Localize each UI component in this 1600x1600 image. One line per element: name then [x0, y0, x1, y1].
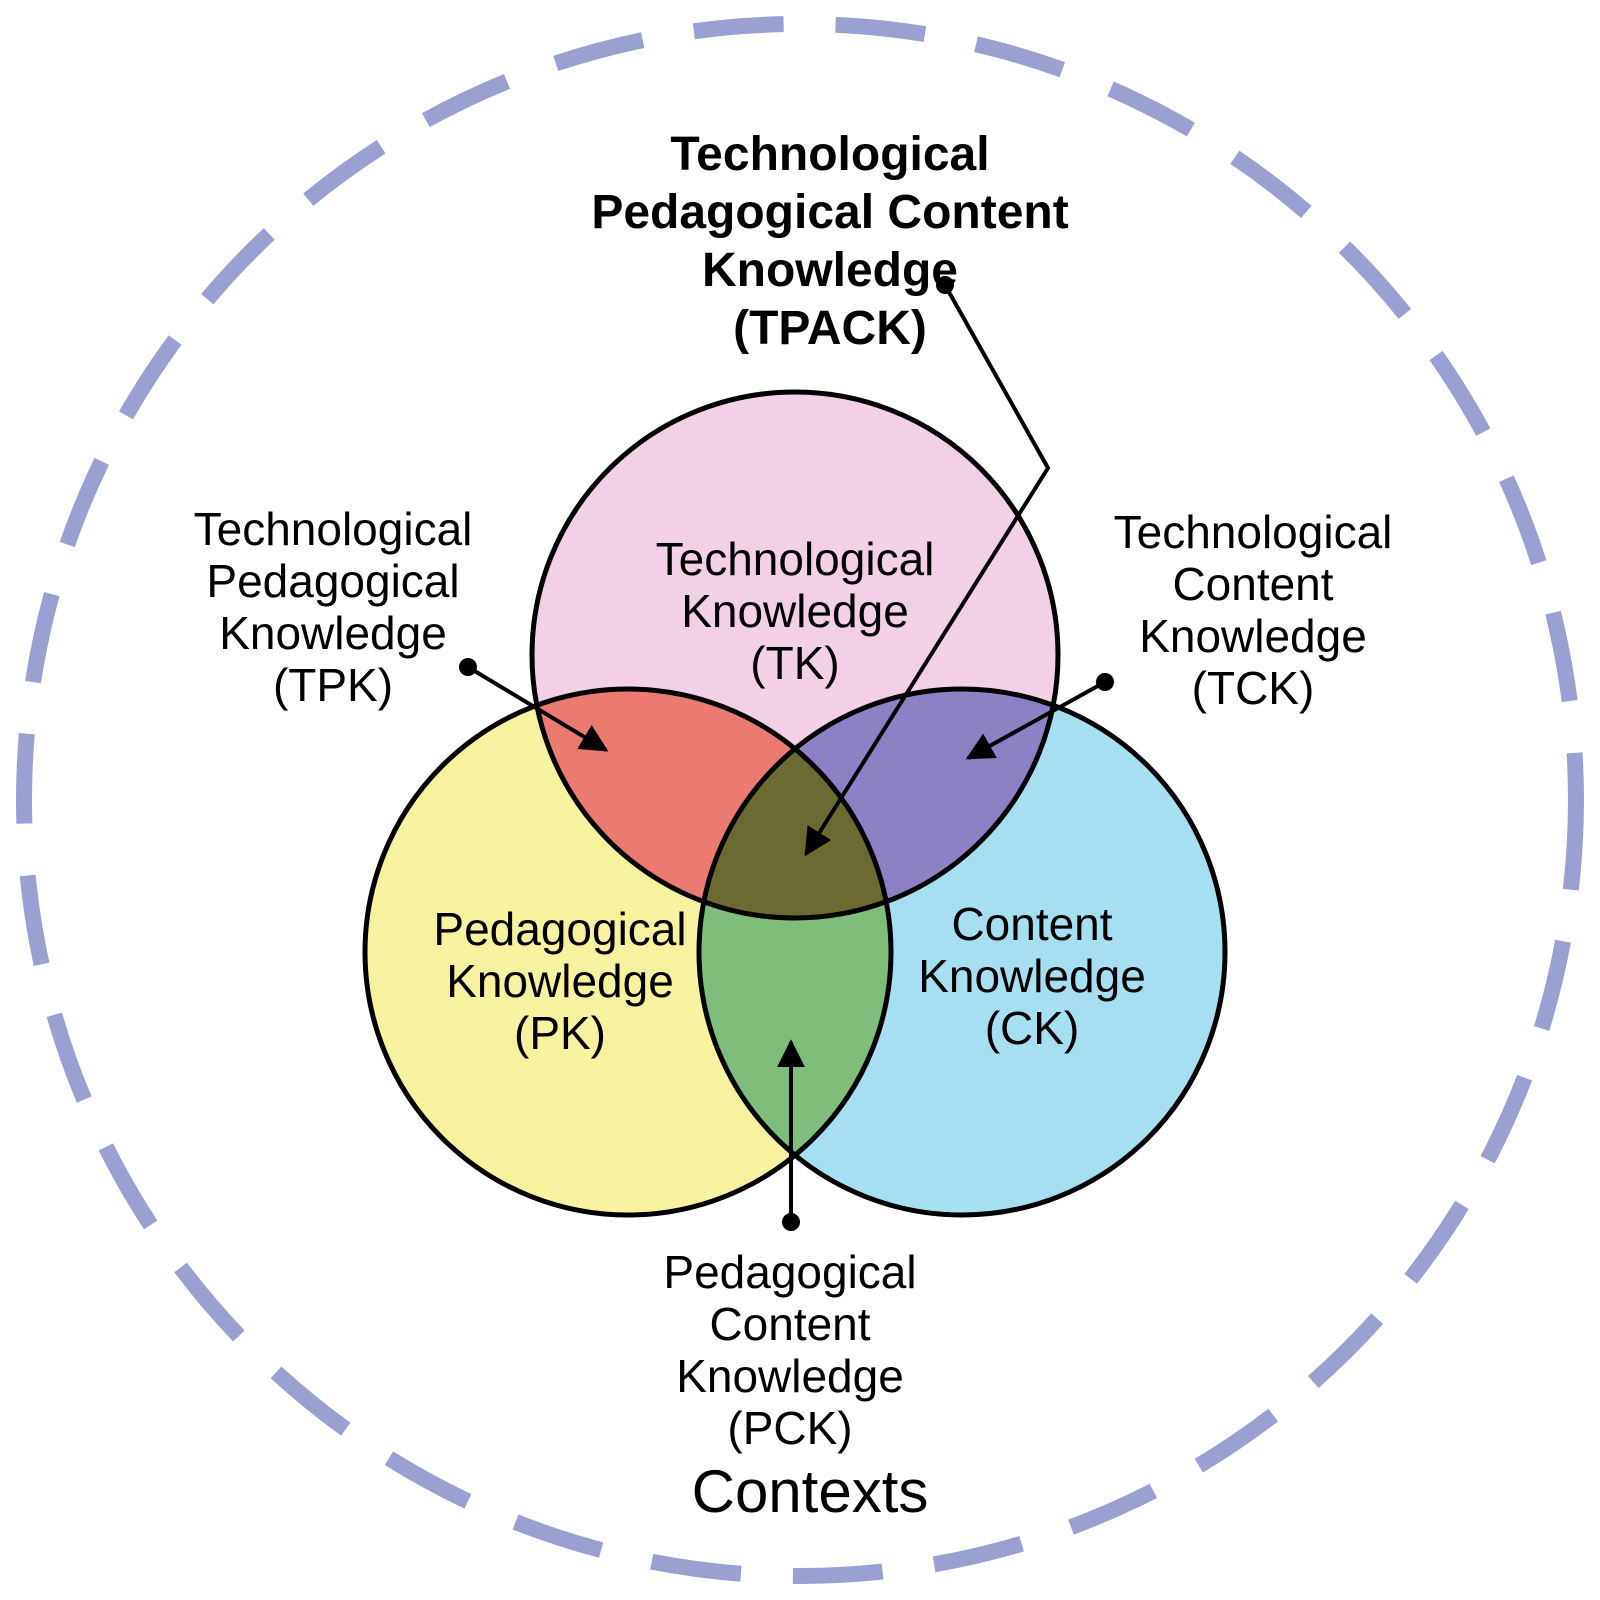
- pk-label-line3: (PK): [514, 1007, 606, 1059]
- tpk-arrow: [459, 658, 609, 752]
- ck-label: Content Knowledge (CK): [918, 898, 1146, 1054]
- tpack-title-line4: (TPACK): [733, 302, 927, 355]
- tpack-title-line2: Pedagogical Content: [591, 186, 1068, 239]
- pck-label: Pedagogical Content Knowledge (PCK): [663, 1246, 916, 1454]
- tk-label-line3: (TK): [750, 637, 839, 689]
- tpk-arrow-line: [466, 665, 609, 752]
- pck-label-line3: Knowledge: [676, 1350, 904, 1402]
- tk-label-line1: Technological: [656, 533, 935, 585]
- pk-label-line1: Pedagogical: [433, 903, 686, 955]
- tck-label: Technological Content Knowledge (TCK): [1114, 506, 1393, 714]
- pck-label-line4: (PCK): [727, 1402, 852, 1454]
- pk-circle-outline: [362, 686, 894, 1218]
- tpack-title-line1: Technological: [670, 128, 989, 181]
- tck-arrow-line: [965, 680, 1106, 760]
- tck-label-line1: Technological: [1114, 506, 1393, 558]
- pck-arrow: [777, 1039, 805, 1231]
- tpk-region: [532, 689, 891, 918]
- contexts-label: Contexts: [692, 1458, 929, 1525]
- contexts-boundary-circle: [16, 16, 1584, 1584]
- tpack-title-line3: Knowledge: [702, 244, 958, 297]
- tck-label-line2: Content: [1172, 558, 1333, 610]
- tpack-arrow: [804, 276, 1051, 857]
- tpk-region-group: [532, 689, 891, 918]
- tck-region: [699, 689, 1058, 918]
- pk-label: Pedagogical Knowledge (PK): [433, 903, 686, 1059]
- ck-label-line3: (CK): [985, 1002, 1080, 1054]
- tk-label: Technological Knowledge (TK): [656, 533, 935, 689]
- pck-label-line2: Content: [709, 1298, 870, 1350]
- tpk-label-line4: (TPK): [273, 659, 393, 711]
- tk-label-line2: Knowledge: [681, 585, 909, 637]
- tk-circle-outline: [529, 389, 1061, 921]
- ck-label-line2: Knowledge: [918, 950, 1146, 1002]
- tpk-label-line2: Pedagogical: [206, 555, 459, 607]
- tck-region-group: [699, 689, 1058, 918]
- ck-label-line1: Content: [951, 898, 1112, 950]
- ck-circle-outline: [696, 686, 1228, 1218]
- tck-label-line3: Knowledge: [1139, 610, 1367, 662]
- tpack-arrow-line: [804, 284, 1051, 857]
- pck-label-line1: Pedagogical: [663, 1246, 916, 1298]
- tpk-label-line3: Knowledge: [219, 607, 447, 659]
- tpk-label-line1: Technological: [194, 503, 473, 555]
- tpk-label: Technological Pedagogical Knowledge (TPK…: [194, 503, 473, 711]
- pk-label-line2: Knowledge: [446, 955, 674, 1007]
- tck-label-line4: (TCK): [1192, 662, 1315, 714]
- tck-arrow: [965, 673, 1114, 760]
- tpack-title: Technological Pedagogical Content Knowle…: [591, 128, 1068, 355]
